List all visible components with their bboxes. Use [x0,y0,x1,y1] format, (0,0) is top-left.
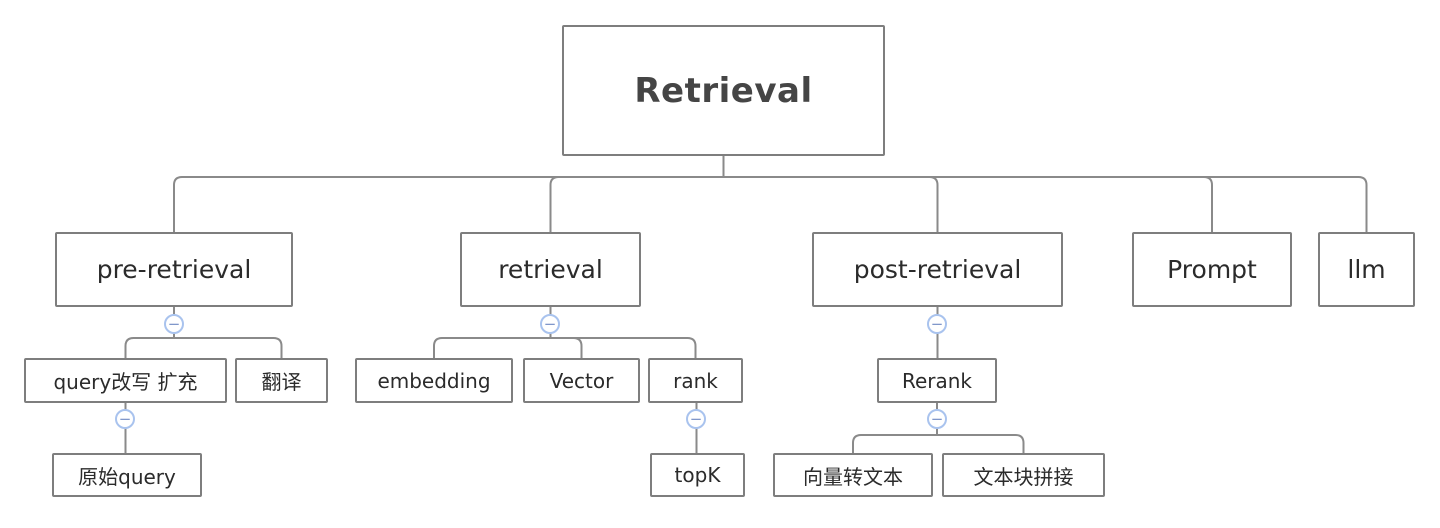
collapse-icon-rerank[interactable]: − [927,409,947,429]
node-vector[interactable]: Vector [523,358,640,403]
connector-rerank-to-text-block-concat [936,403,1025,453]
node-post-retrieval[interactable]: post-retrieval [812,232,1063,307]
node-rerank[interactable]: Rerank [877,358,997,403]
connector-pre-retrieval-to-query-rewrite [124,307,175,358]
node-prompt[interactable]: Prompt [1132,232,1292,307]
connector-root-to-llm [722,156,1368,232]
collapse-icon-rank[interactable]: − [686,409,706,429]
connector-root-to-retrieval [549,156,725,232]
connector-rerank-to-vector-to-text [852,403,938,453]
node-embedding[interactable]: embedding [355,358,513,403]
node-vector-to-text[interactable]: 向量转文本 [773,453,933,497]
connector-retrieval-to-embedding [433,307,552,358]
node-text-block-concat[interactable]: 文本块拼接 [942,453,1105,497]
node-translate[interactable]: 翻译 [235,358,328,403]
node-topk[interactable]: topK [650,453,745,497]
connector-retrieval-to-rank [549,307,697,358]
node-pre-retrieval[interactable]: pre-retrieval [55,232,293,307]
node-retrieval-root[interactable]: Retrieval [562,25,885,156]
connector-root-to-post-retrieval [722,156,939,232]
collapse-icon-pre-retrieval[interactable]: − [164,314,184,334]
collapse-icon-post-retrieval[interactable]: − [927,314,947,334]
connector-pre-retrieval-to-translate [173,307,283,358]
node-query-rewrite[interactable]: query改写 扩充 [24,358,227,403]
node-retrieval[interactable]: retrieval [460,232,641,307]
node-original-query[interactable]: 原始query [52,453,202,497]
collapse-icon-query-rewrite[interactable]: − [115,409,135,429]
collapse-icon-retrieval[interactable]: − [540,314,560,334]
node-rank[interactable]: rank [648,358,743,403]
connector-root-to-prompt [722,156,1213,232]
node-llm[interactable]: llm [1318,232,1415,307]
connector-root-to-pre-retrieval [173,156,725,232]
